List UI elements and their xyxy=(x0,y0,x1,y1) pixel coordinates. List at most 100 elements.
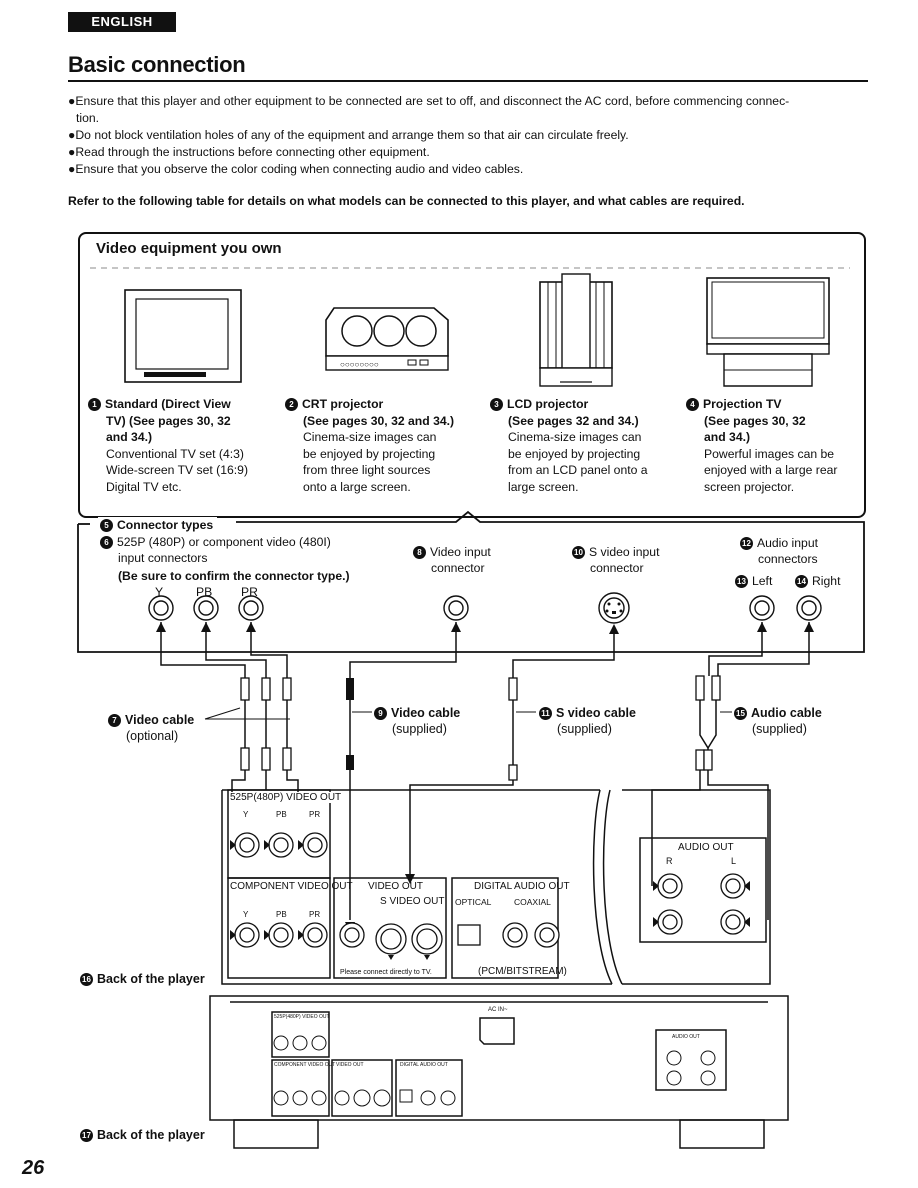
number-badge: 7 xyxy=(108,714,121,727)
cable-name: Video cable xyxy=(391,706,461,720)
number-badge: 15 xyxy=(734,707,747,720)
title-rule xyxy=(68,80,868,82)
audio-input-line2: connectors xyxy=(758,552,818,566)
bullet-item: tion. xyxy=(76,111,100,125)
l-label: L xyxy=(731,856,737,866)
number-badge: 4 xyxy=(686,398,699,411)
mini-component-label: COMPONENT VIDEO OUT xyxy=(274,1062,336,1068)
mini-p525-label: 525P(480P) VIDEO OUT xyxy=(274,1014,330,1020)
audio-input-desc: 12 Audio input connectors xyxy=(740,535,818,567)
equipment-panel-heading: Video equipment you own xyxy=(96,240,282,257)
pr-out-label-2: PR xyxy=(309,910,321,919)
equip-body-line: from three light sources xyxy=(303,463,431,477)
equip-body-line: be enjoyed by projecting xyxy=(303,446,436,461)
coaxial-label: COAXIAL xyxy=(514,897,551,907)
equip-body-line: Conventional TV set (4:3) xyxy=(106,446,244,461)
equip-body-line: Wide-screen TV set (16:9) xyxy=(106,463,249,477)
optical-label: OPTICAL xyxy=(455,897,492,907)
page-number: 26 xyxy=(22,1157,45,1179)
connector-types-heading-text: Connector types xyxy=(117,518,214,532)
equip-body-line: Powerful images can be xyxy=(704,446,835,461)
audio-left-label: 13 Left xyxy=(735,573,772,589)
bullet-item: ●Do not block ventilation holes of any o… xyxy=(68,128,629,142)
cable-note: (supplied) xyxy=(752,722,807,736)
equip-title-line: TV) (See pages 30, 32 xyxy=(106,413,231,428)
audio-out-label: AUDIO OUT xyxy=(678,842,734,853)
bullet-item: ●Ensure that this player and other equip… xyxy=(68,94,790,108)
component-out-label: COMPONENT VIDEO OUT xyxy=(230,881,353,892)
video-cable-label: 9 Video cable (supplied) xyxy=(374,705,460,737)
s-video-out-label: S VIDEO OUT xyxy=(380,896,445,907)
number-badge: 14 xyxy=(795,575,808,588)
page-title: Basic connection xyxy=(68,52,246,77)
lcd-projector-illustration xyxy=(539,273,613,387)
pr-out-label: PR xyxy=(309,810,321,819)
svg-text:○○○○○○○○: ○○○○○○○○ xyxy=(340,360,379,369)
video-cable-optional-label: 7 Video cable (optional) xyxy=(108,712,194,744)
pb-out-label: PB xyxy=(276,810,287,819)
projection-tv-illustration xyxy=(706,277,830,387)
equip-title-line: (See pages 30, 32 xyxy=(704,413,806,428)
direct-note: Please connect directly to TV. xyxy=(340,969,432,976)
component-note: (Be sure to confirm the connector type.) xyxy=(118,569,350,583)
equip-body-line: Cinema-size images can xyxy=(303,430,437,444)
back-panel-detail xyxy=(221,789,771,985)
bullet-item: ●Ensure that you observe the color codin… xyxy=(68,162,524,176)
audio-left-text: Left xyxy=(752,574,773,588)
mini-audio-out-label: AUDIO OUT xyxy=(672,1034,700,1040)
p525-out-label: 525P(480P) VIDEO OUT xyxy=(230,792,342,803)
svideo-input-line2: connector xyxy=(590,561,644,575)
number-badge: 2 xyxy=(285,398,298,411)
video-input-desc: 8 Video input connector xyxy=(413,544,491,576)
number-badge: 5 xyxy=(100,519,113,532)
number-badge: 10 xyxy=(572,546,585,559)
equip-title-line: Standard (Direct View xyxy=(105,397,231,411)
equip-body-line: large screen. xyxy=(508,479,579,494)
audio-cable-label: 15 Audio cable (supplied) xyxy=(734,705,822,737)
equip-body-line: Cinema-size images can xyxy=(508,430,642,444)
cable-name: Audio cable xyxy=(751,706,822,720)
ac-in-label: AC IN~ xyxy=(488,1007,508,1013)
crt-projector-illustration: ○○○○○○○○ xyxy=(325,307,449,371)
component-connector-desc: 6 525P (480P) or component video (480I) i… xyxy=(100,534,400,584)
back-panel-full xyxy=(209,995,789,1149)
y-out-label-2: Y xyxy=(243,910,249,919)
number-badge: 6 xyxy=(100,536,113,549)
svideo-input-desc: 10 S video input connector xyxy=(572,544,659,576)
equip-title-line: (See pages 32 and 34.) xyxy=(508,413,639,428)
component-line2: input connectors xyxy=(118,551,208,565)
number-badge: 13 xyxy=(735,575,748,588)
audio-input-line1: Audio input xyxy=(757,536,818,550)
cable-note: (supplied) xyxy=(557,722,612,736)
number-badge: 8 xyxy=(413,546,426,559)
bullet-item: ●Read through the instructions before co… xyxy=(68,145,430,159)
cable-note: (optional) xyxy=(126,729,179,743)
number-badge: 3 xyxy=(490,398,503,411)
component-line1: 525P (480P) or component video (480I) xyxy=(117,535,331,549)
number-badge: 16 xyxy=(80,973,93,986)
number-badge: 9 xyxy=(374,707,387,720)
number-badge: 12 xyxy=(740,537,753,550)
cable-note: (supplied) xyxy=(392,722,447,736)
back-label-text: Back of the player xyxy=(97,972,205,986)
refer-text: Refer to the following table for details… xyxy=(68,194,745,208)
r-label: R xyxy=(666,856,673,866)
number-badge: 17 xyxy=(80,1129,93,1142)
equip-title-line: LCD projector xyxy=(507,397,589,411)
equip-body-line: onto a large screen. xyxy=(303,479,411,494)
back-of-player-label-16: 16 Back of the player xyxy=(80,971,205,987)
equip-title-line: (See pages 30, 32 and 34.) xyxy=(303,413,455,428)
cable-name: Video cable xyxy=(125,713,195,727)
equip-body-line: Digital TV etc. xyxy=(106,479,182,494)
video-input-line2: connector xyxy=(431,561,485,575)
video-input-line1: Video input xyxy=(430,545,491,559)
pb-label: PB xyxy=(196,585,213,599)
svideo-input-line1: S video input xyxy=(589,545,660,559)
bullet-list: ●Ensure that this player and other equip… xyxy=(68,93,873,178)
mini-video-out-label: VIDEO OUT xyxy=(336,1062,364,1068)
